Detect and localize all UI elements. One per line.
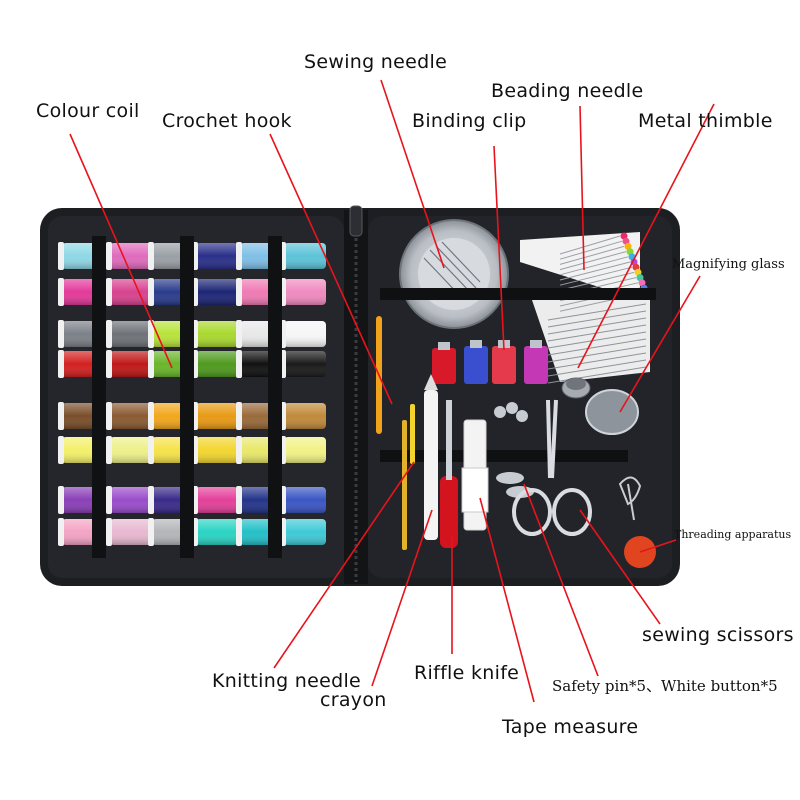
needle — [547, 338, 647, 356]
thread-spool — [280, 350, 326, 378]
thread-spool — [106, 242, 152, 270]
label-knitting-needle: Knitting needle — [212, 670, 362, 692]
needle — [547, 352, 647, 370]
binding-clips — [432, 340, 548, 384]
thread-spool — [280, 436, 326, 464]
needle — [547, 310, 647, 328]
thread-spool — [192, 350, 238, 378]
pin-shaft — [559, 256, 629, 276]
pin-shaft — [559, 266, 633, 286]
thread-spool — [192, 436, 238, 464]
thread-spool — [192, 518, 238, 546]
needle — [547, 317, 647, 335]
label-sewing-needle: Sewing needle — [304, 51, 448, 73]
label-colour-coil: Colour coil — [36, 100, 140, 122]
thread-spool — [280, 242, 326, 270]
pin-shaft — [559, 245, 625, 265]
label-riffle-knife: Riffle knife — [414, 662, 520, 684]
label-threading-apparatus: Threading apparatus — [674, 528, 792, 541]
label-magnifying-glass: Magnifying glass — [672, 257, 785, 272]
needle — [547, 303, 647, 321]
thread-spool — [280, 518, 326, 546]
needle-dial — [399, 219, 509, 329]
thread-spool — [192, 486, 238, 514]
thread-spool — [106, 350, 152, 378]
label-tape-measure: Tape measure — [502, 716, 639, 738]
sewing-scissors — [512, 399, 592, 536]
thread-spool — [106, 518, 152, 546]
needle — [547, 331, 647, 349]
thread-spool — [192, 320, 238, 348]
elastic-straps-left — [92, 236, 282, 558]
label-safety-pin-white-button: Safety pin*5、White button*5 — [552, 677, 778, 695]
thread-spool — [106, 320, 152, 348]
thread-spool — [106, 278, 152, 306]
magnifying-glass — [585, 389, 639, 435]
label-crayon: crayon — [320, 689, 387, 711]
pin-shaft — [559, 235, 621, 255]
pin-shaft — [559, 261, 631, 281]
label-metal-thimble: Metal thimble — [638, 110, 773, 132]
beading-needle-fan — [520, 232, 650, 384]
thread-spool — [192, 278, 238, 306]
needle — [547, 366, 647, 384]
pin-shaft — [559, 271, 635, 291]
thread-spool — [280, 320, 326, 348]
thread-spool — [192, 402, 238, 430]
thread-spool — [280, 402, 326, 430]
thread-spool — [280, 278, 326, 306]
thread-spool — [192, 242, 238, 270]
needle — [547, 345, 647, 363]
crayon — [424, 374, 438, 540]
needle — [547, 359, 647, 377]
needle — [547, 324, 647, 342]
thread-spool — [106, 402, 152, 430]
metal-thimble — [561, 377, 591, 399]
pointer-lines — [69, 79, 715, 703]
pin-shaft — [559, 251, 627, 271]
riffle-knife — [440, 400, 458, 548]
label-crochet-hook: Crochet hook — [162, 110, 292, 132]
elastic-straps-right — [380, 288, 656, 462]
label-beading-needle: Beading needle — [491, 80, 644, 102]
knitting-needles — [402, 404, 415, 550]
label-binding-clip: Binding clip — [412, 110, 527, 132]
thread-spool — [280, 486, 326, 514]
thread-spool — [106, 436, 152, 464]
thread-spool — [106, 486, 152, 514]
pin-shaft — [559, 240, 623, 260]
label-sewing-scissors: sewing scissors — [642, 624, 794, 646]
